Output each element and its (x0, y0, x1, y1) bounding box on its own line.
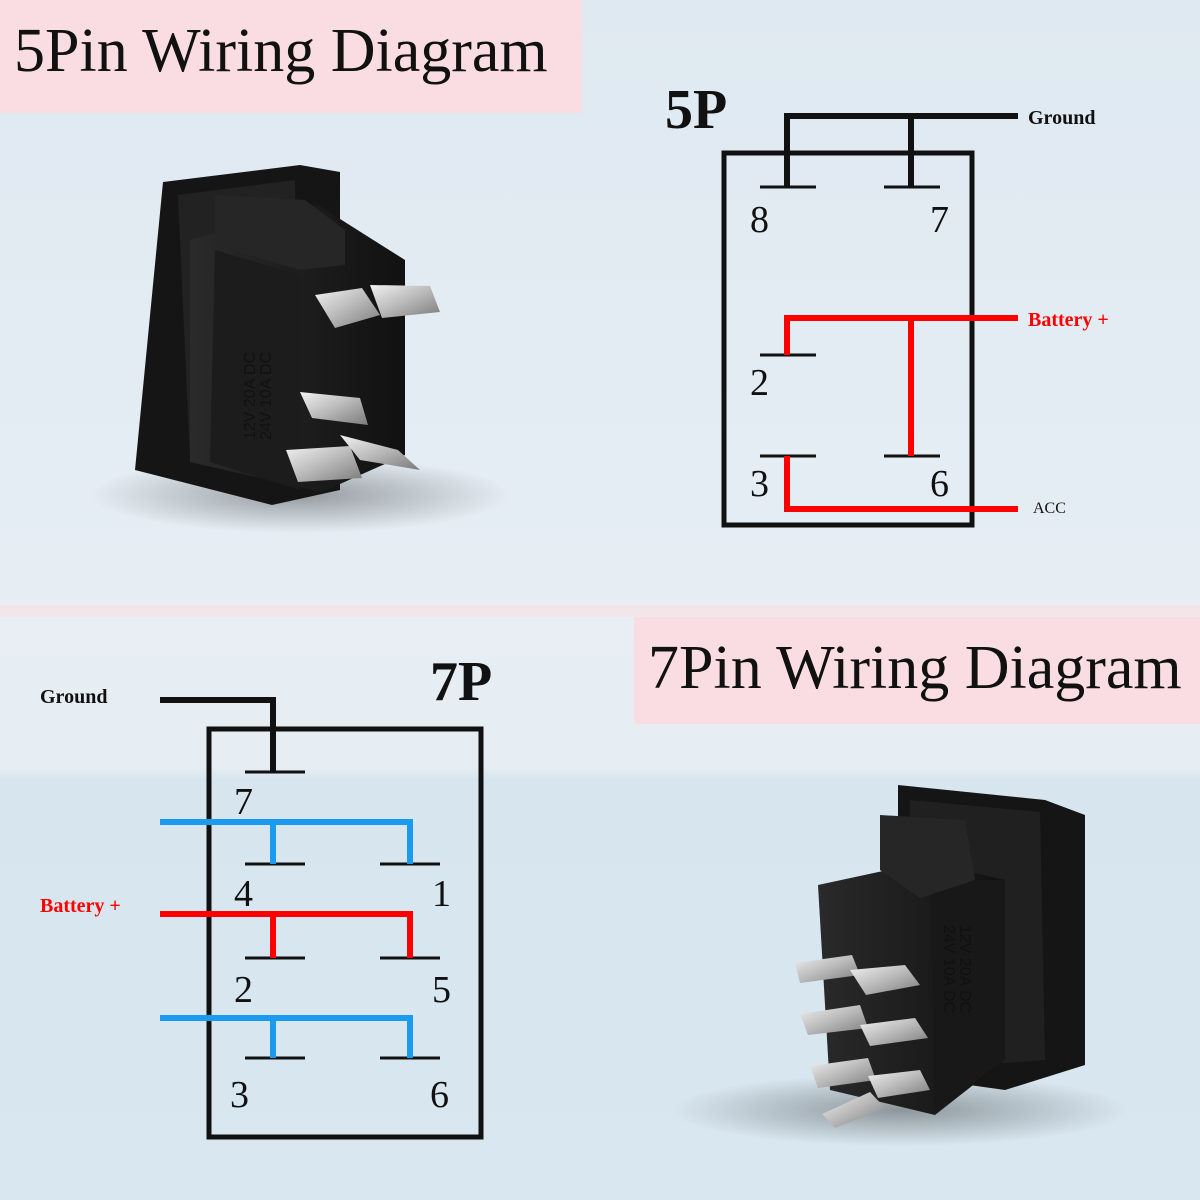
ground-label-5p: Ground (1028, 107, 1095, 129)
switch-side-face (930, 880, 1005, 1110)
ground-wire-7p (160, 697, 276, 772)
svg-text:24V 10A DC: 24V 10A DC (940, 925, 957, 1013)
switch-body-7p (206, 726, 484, 1140)
terminal (868, 1070, 930, 1098)
switch-markings: 12V 20A DC 24V 10A DC (940, 925, 973, 1013)
pin-label-5: 5 (432, 969, 451, 1011)
pin-label-7: 7 (930, 199, 949, 241)
pin-label-4: 4 (234, 873, 253, 915)
terminal (795, 955, 860, 983)
terminal (860, 1018, 928, 1046)
switch-clip (880, 815, 975, 898)
terminal (822, 1092, 885, 1128)
terminal (300, 392, 368, 425)
terminal (810, 1058, 876, 1088)
lamp-wire-upper (160, 819, 413, 864)
pin-label-6-7p: 6 (430, 1074, 449, 1116)
pin-label-2: 2 (750, 362, 769, 404)
terminal (286, 446, 362, 482)
switch-markings: 12V 20A DC 24V 10A DC (242, 352, 275, 440)
switch-photo-7pin: 12V 20A DC 24V 10A DC (670, 785, 1130, 1146)
pin-label-2-7p: 2 (234, 969, 253, 1011)
svg-text:24V 10A DC: 24V 10A DC (258, 352, 275, 440)
pin-label-6: 6 (930, 463, 949, 505)
pin-label-1: 1 (432, 873, 451, 915)
pin-label-3: 3 (750, 463, 769, 505)
terminal (800, 1005, 868, 1035)
diagram-7pin: 7P Ground Battery + 7 4 1 2 5 3 6 (40, 651, 492, 1140)
divider-band (0, 605, 1200, 617)
terminal (370, 285, 440, 318)
pin-label-8: 8 (750, 199, 769, 241)
diagram-5pin: 5P Ground Battery + ACC 8 7 2 3 6 (665, 79, 1109, 528)
ground-label-7p: Ground (40, 686, 107, 708)
lamp-wire-lower (160, 1015, 413, 1058)
battery-label-5p: Battery + (1028, 309, 1109, 331)
acc-label-5p: ACC (1033, 500, 1066, 517)
title-5pin: 5Pin Wiring Diagram (14, 17, 548, 85)
svg-text:12V 20A DC: 12V 20A DC (956, 925, 973, 1013)
switch-body-5p (721, 150, 975, 528)
code-7p: 7P (430, 651, 492, 713)
pin-label-3-7p: 3 (230, 1074, 249, 1116)
code-5p: 5P (665, 79, 727, 141)
pin-label-7-7p: 7 (234, 781, 253, 823)
switch-side-face (210, 250, 300, 490)
terminal (340, 435, 420, 470)
terminal (315, 288, 380, 328)
acc-wire-5p (784, 456, 1018, 512)
title-banner-5pin: 5Pin Wiring Diagram (0, 0, 582, 113)
switch-clip (215, 195, 345, 270)
title-banner-7pin: 7Pin Wiring Diagram (634, 617, 1200, 724)
terminal (850, 965, 920, 995)
title-7pin: 7Pin Wiring Diagram (648, 634, 1182, 702)
battery-label-7p: Battery + (40, 895, 121, 917)
ground-wire-5p (784, 113, 1018, 187)
switch-photo-5pin: 12V 20A DC 24V 10A DC (90, 165, 510, 533)
svg-text:12V 20A DC: 12V 20A DC (242, 352, 259, 440)
battery-wire-5p (784, 315, 1018, 355)
photo-shadow (670, 1074, 1130, 1146)
battery-wire-7p (160, 911, 413, 958)
